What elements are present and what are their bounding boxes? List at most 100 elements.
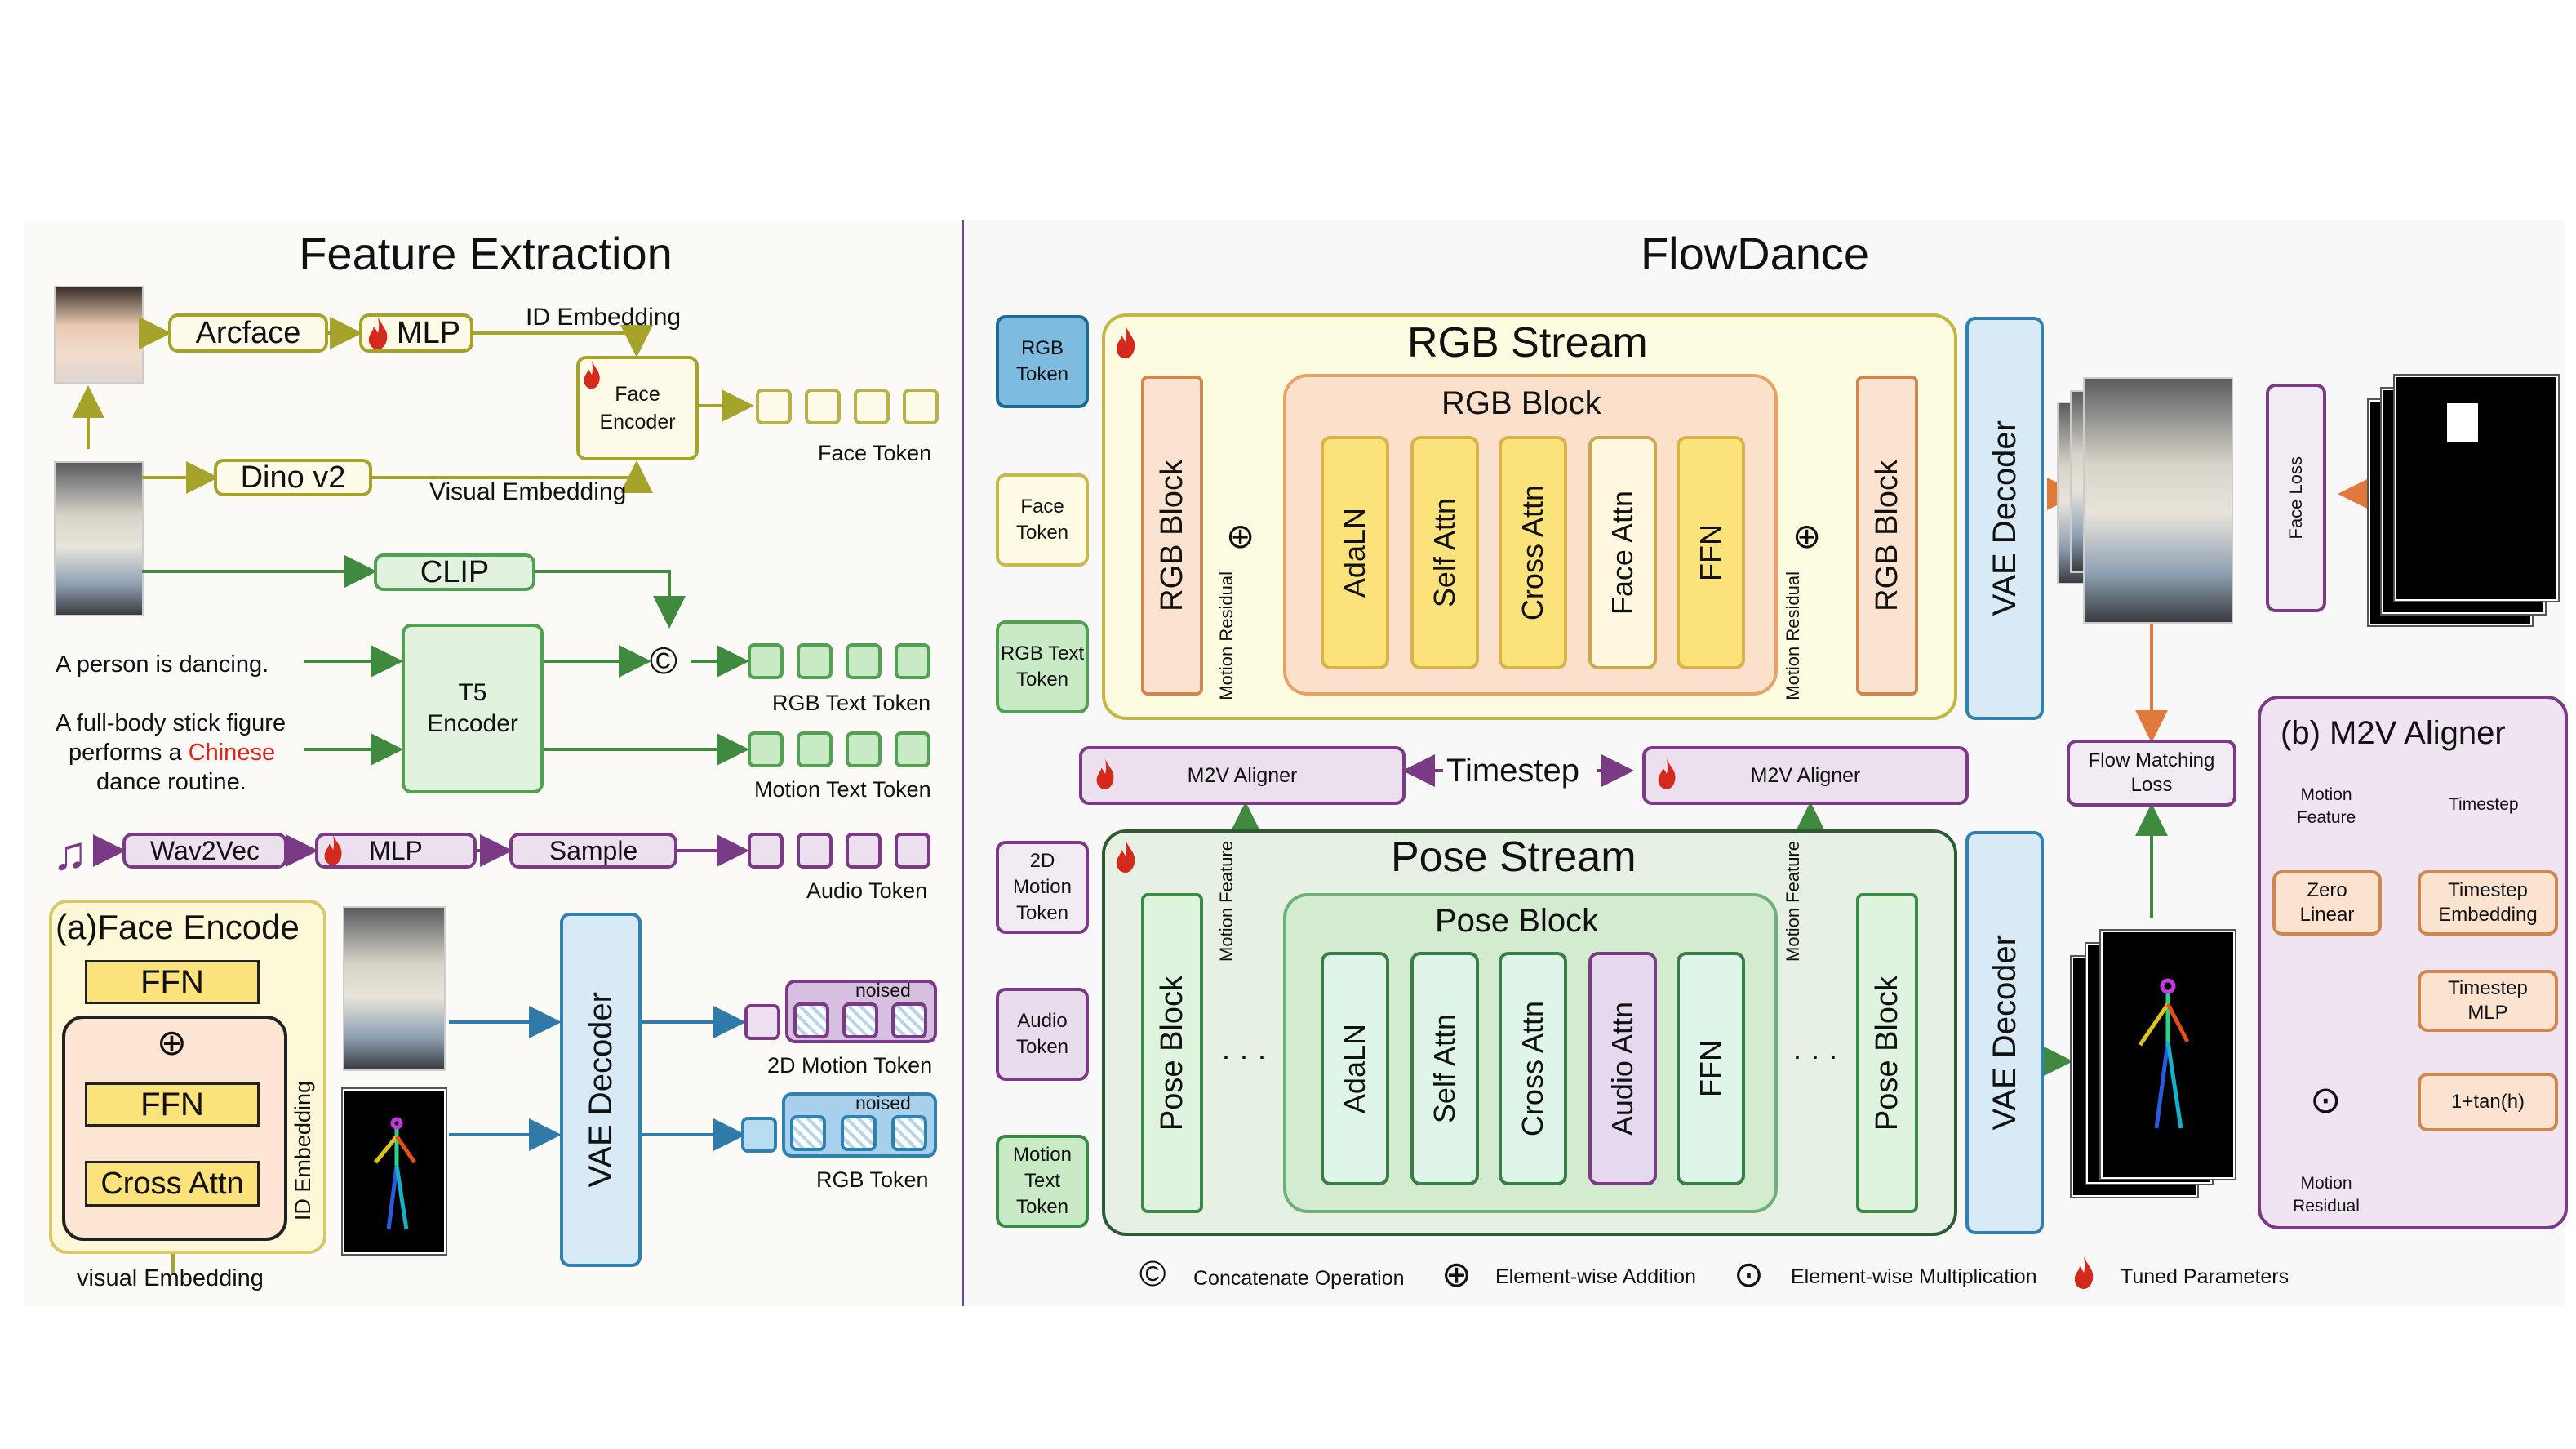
- vae-decoder-label: VAE Decoder: [1986, 935, 2023, 1131]
- pose-layer-ffn: FFN: [1677, 952, 1745, 1185]
- motion-feature-label: Motion Feature: [1216, 841, 1237, 962]
- rgb-layer-label: AdaLN: [1338, 507, 1371, 598]
- ffn-inner-box: FFN: [85, 1082, 260, 1127]
- face-loss-label: Face Loss: [2285, 456, 2306, 540]
- feature-extraction-title: Feature Extraction: [299, 228, 673, 279]
- pose-block-right-label: Pose Block: [1869, 975, 1904, 1131]
- ellipsis: · · ·: [1221, 1038, 1267, 1072]
- panel-divider: [962, 220, 964, 1306]
- pose-layer-cross-attn: Cross Attn: [1499, 952, 1567, 1185]
- motion-text-token-square: [797, 731, 833, 767]
- t5-encoder-box: T5 Encoder: [402, 624, 544, 793]
- aligner-title: (b) M2V Aligner: [2281, 715, 2506, 751]
- clip-box: CLIP: [374, 553, 535, 591]
- wav2vec-box: Wav2Vec: [122, 833, 287, 869]
- pose-stream-title: Pose Stream: [1391, 833, 1637, 881]
- motion-token-2d-label: 2D Motion Token: [767, 1053, 933, 1078]
- pose-block-left: Pose Block: [1141, 893, 1203, 1213]
- oplus-symbol: ⊕: [157, 1023, 187, 1063]
- pose-layer-adaln: AdaLN: [1321, 952, 1389, 1185]
- oplus-icon: ⊕: [1441, 1255, 1472, 1295]
- face-token-square: [756, 389, 792, 424]
- pose-layer-audio-attn: Audio Attn: [1588, 952, 1657, 1185]
- mlp-label: MLP: [396, 315, 461, 350]
- flowdance-title: FlowDance: [1640, 228, 1870, 279]
- skeleton-icon: [374, 1117, 417, 1230]
- side-token-audio: Audio Token: [996, 988, 1089, 1081]
- rgb-text-token-square: [846, 643, 882, 679]
- noised-rgb-token: [891, 1115, 927, 1151]
- side-token-face: Face Token: [996, 473, 1089, 567]
- audio-token-square: [748, 833, 784, 869]
- rgb-block-left-label: RGB Block: [1154, 460, 1189, 611]
- pose-block-left-label: Pose Block: [1154, 975, 1189, 1131]
- zero-linear-box: Zero Linear: [2272, 870, 2382, 936]
- vae-decoder-label: VAE Decoder: [582, 992, 619, 1188]
- face-token-square: [854, 389, 890, 424]
- m2v-aligner-right: M2V Aligner: [1642, 746, 1969, 805]
- noised-rgb-token: [790, 1115, 826, 1151]
- m2v-aligner-left: M2V Aligner: [1079, 746, 1406, 805]
- oplus-symbol: ⊕: [1792, 517, 1822, 555]
- id-embedding-side-label: ID Embedding: [291, 1081, 315, 1221]
- audio-token-square: [846, 833, 882, 869]
- pose-layer-label: Cross Attn: [1516, 1000, 1549, 1137]
- side-token-motion-text: Motion Text Token: [996, 1135, 1089, 1228]
- rgb-stream-title: RGB Stream: [1407, 319, 1648, 367]
- rgb-text-token-label: RGB Text Token: [772, 691, 931, 715]
- odot-icon: ⊙: [1734, 1255, 1764, 1295]
- prompt-motion-line3: dance routine.: [96, 769, 246, 795]
- dino-box: Dino v2: [214, 459, 372, 496]
- noised-label: noised: [855, 1092, 911, 1113]
- face-loss-box: Face Loss: [2266, 384, 2326, 612]
- side-token-rgb: RGB Token: [996, 315, 1089, 408]
- prompt-rgb: A person is dancing.: [56, 651, 269, 678]
- concat-symbol: ©: [650, 639, 677, 682]
- aligner-timestep-label: Timestep: [2449, 795, 2519, 814]
- face-encode-title: (a)Face Encode: [56, 908, 300, 946]
- noised-label: noised: [855, 980, 911, 1001]
- video-frames-image: [343, 906, 446, 1071]
- side-token-rgb-text: RGB Text Token: [996, 620, 1089, 713]
- rgb-block-left: RGB Block: [1141, 376, 1203, 696]
- cross-attn-box: Cross Attn: [85, 1161, 260, 1207]
- skeleton-icon: [2138, 978, 2190, 1129]
- visual-embedding-label: Visual Embedding: [429, 478, 627, 505]
- m2v-aligner-detail-panel: [2258, 696, 2568, 1229]
- mlp-box-audio: MLP: [315, 833, 477, 869]
- aligner-motion-feature-label: Motion Feature: [2296, 785, 2356, 827]
- timestep-embedding-box: Timestep Embedding: [2418, 870, 2558, 936]
- motion-feature-label: Motion Feature: [1783, 841, 1803, 962]
- id-embedding-label: ID Embedding: [526, 304, 682, 331]
- rgb-token-label: RGB Token: [816, 1167, 929, 1192]
- noised-motion-token: [793, 1002, 829, 1038]
- flame-icon: [324, 834, 342, 865]
- concat-icon: ©: [1139, 1254, 1166, 1294]
- motion-text-token-square: [895, 731, 930, 767]
- pose-layer-label: FFN: [1694, 1040, 1727, 1097]
- tanh-box: 1+tan(h): [2418, 1073, 2558, 1131]
- arcface-box: Arcface: [168, 313, 328, 353]
- sample-box: Sample: [509, 833, 677, 869]
- motion-residual-label: Motion Residual: [1216, 571, 1237, 700]
- flame-icon: [1116, 840, 1135, 873]
- timestep-label: Timestep: [1446, 753, 1580, 789]
- vae-decoder-pose: VAE Decoder: [1965, 831, 2044, 1234]
- face-mask-region: [2447, 403, 2478, 442]
- rgb-block-title: RGB Block: [1441, 385, 1601, 421]
- rgb-text-token-square: [797, 643, 833, 679]
- noised-rgb-token: [841, 1115, 877, 1151]
- rgb-layer-face-attn: Face Attn: [1588, 436, 1657, 669]
- flame-icon: [368, 317, 388, 349]
- flame-icon: [2074, 1256, 2094, 1289]
- flame-icon: [584, 360, 600, 389]
- output-rgb-frames: [2083, 377, 2233, 624]
- noised-motion-token: [842, 1002, 878, 1038]
- motion-token-clean: [744, 1004, 780, 1040]
- pose-block-right: Pose Block: [1856, 893, 1918, 1213]
- rgb-layer-self-attn: Self Attn: [1410, 436, 1479, 669]
- flame-icon: [1116, 326, 1135, 358]
- prompt-motion-line1: A full-body stick figure: [56, 710, 286, 736]
- vae-decoder-rgb: VAE Decoder: [1965, 317, 2044, 720]
- motion-text-token-label: Motion Text Token: [754, 777, 931, 802]
